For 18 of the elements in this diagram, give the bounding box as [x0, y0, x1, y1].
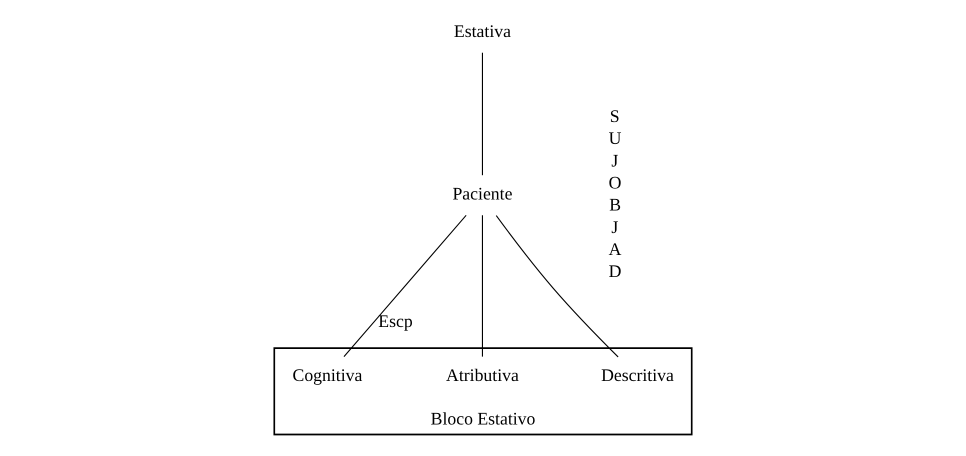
connector: [482, 52, 483, 176]
label: S: [610, 106, 620, 126]
edge-label: Escp: [378, 310, 413, 331]
label: O: [608, 172, 622, 192]
node-text: Cognitiva: [292, 365, 362, 386]
connector: [482, 215, 483, 357]
node-text: Descritiva: [601, 365, 674, 386]
label: D: [608, 261, 622, 282]
label: A: [608, 238, 622, 259]
node-text: Paciente: [452, 184, 512, 204]
label: B: [609, 194, 622, 215]
label: J: [611, 150, 618, 170]
label: U: [608, 128, 622, 148]
connector: [496, 215, 618, 358]
node-text: Estativa: [454, 20, 511, 41]
connector: [344, 214, 467, 358]
node-text: Atributiva: [446, 365, 519, 386]
label: J: [611, 216, 618, 237]
